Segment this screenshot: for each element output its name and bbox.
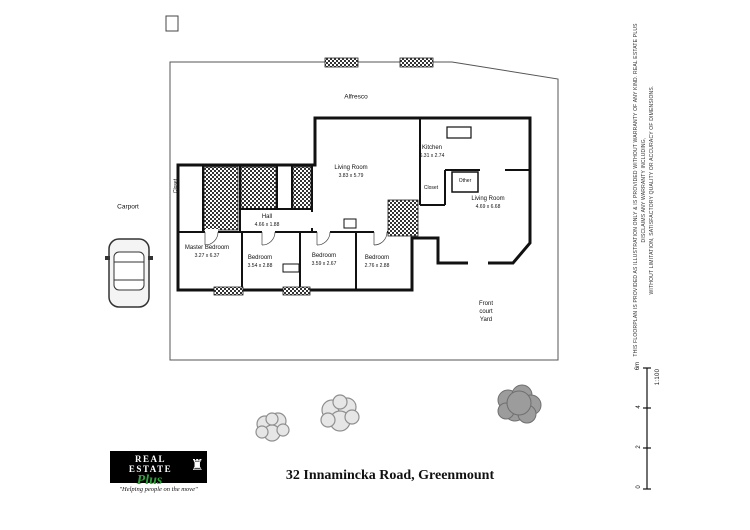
room-label-living-1: Living Room 3.83 x 5.79 [334,165,367,179]
front-yard-line: court [479,308,493,315]
fireplace [343,218,357,229]
room-dims: 3.83 x 5.79 [338,172,364,179]
room-label-bedroom-3: Bedroom 3.59 x 2.67 [312,253,337,267]
room-label-hall: Hall 4.66 x 1.88 [255,214,280,228]
room-name: Master Bedroom [184,245,230,252]
interior-walls [178,118,530,290]
room-name: Living Room [471,196,505,203]
room-dims: 3.54 x 2.88 [247,262,273,269]
room-label-bedroom-4: Bedroom 2.76 x 2.88 [365,255,390,269]
carport-label: Carport [117,203,139,211]
room-name: Living Room [334,165,368,172]
bush-icon [497,384,542,424]
room-label-living-2: Living Room 4.69 x 6.68 [471,196,504,210]
front-yard-line: Front [478,300,494,307]
castle-crest-icon: ♜ [190,457,204,474]
disclaimer-line: THIS FLOORPLAN IS PROVIDED AS ILLUSTRATI… [633,23,647,357]
room-label-bedroom-2: Bedroom 3.54 x 2.88 [248,255,273,269]
logo-tagline: "Helping people on the move" [119,486,198,493]
room-dims: 2.76 x 2.88 [364,262,390,269]
entry-tiles [387,199,419,237]
site-marker [165,15,179,32]
closet-left-label: Closet [173,178,179,194]
room-name: Bedroom [247,255,273,262]
room-name: Kitchen [421,145,442,152]
door-openings [205,212,488,266]
disclaimer-text: THIS FLOORPLAN IS PROVIDED AS ILLUSTRATI… [632,17,656,363]
front-yard-label: Front court Yard [479,300,493,324]
room-dims: 3.27 x 6.37 [194,252,220,259]
ensuite-tiles [203,166,239,231]
tree-icon [320,394,360,432]
alfresco-planter [399,57,434,68]
scale-tick-0: 0 [636,485,642,489]
closet-entry-label: Closet [423,185,439,191]
bathroom-tiles [240,166,277,210]
page-title: 32 Innamincka Road, Greenmount [285,468,495,483]
room-name: Hall [261,214,273,221]
room-dims: 3.59 x 2.67 [311,260,337,267]
logo-brand-script: Plus [136,473,163,488]
wardrobe [282,263,300,273]
wc-tiles [292,166,312,210]
front-yard-line: Yard [479,317,493,324]
window [213,286,244,296]
scale-tick-2: 2 [636,445,642,449]
other-label: Other [458,178,472,184]
agency-logo: REAL ESTATE Plus ♜ [110,451,207,488]
disclaimer-line: WITHOUT LIMITATION, SATISFACTORY QUALITY… [649,85,655,295]
alfresco-label: Alfresco [344,93,368,101]
logo-brand-name: REAL ESTATE [128,454,173,474]
alfresco-planter [324,57,359,68]
scale-tick-4: 4 [636,405,642,409]
scale-bar [643,367,651,490]
room-label-kitchen: Kitchen 6.31 x 2.74 [420,145,445,159]
room-label-master-bedroom: Master Bedroom 3.27 x 6.37 [185,245,229,259]
other-closet-box [451,171,479,193]
window [282,286,311,296]
tree-icon [255,412,290,442]
scale-tick-6: 6m [635,361,641,371]
door-swings [204,231,388,246]
room-name: Bedroom [364,255,390,262]
kitchen-bench [446,126,472,139]
room-name: Bedroom [311,253,337,260]
room-dims: 6.31 x 2.74 [419,152,445,159]
room-dims: 4.66 x 1.88 [254,221,280,228]
room-dims: 4.69 x 6.68 [475,203,501,210]
house-outline [176,116,532,292]
scale-ratio: 1:100 [655,368,661,386]
car-icon [105,238,153,308]
